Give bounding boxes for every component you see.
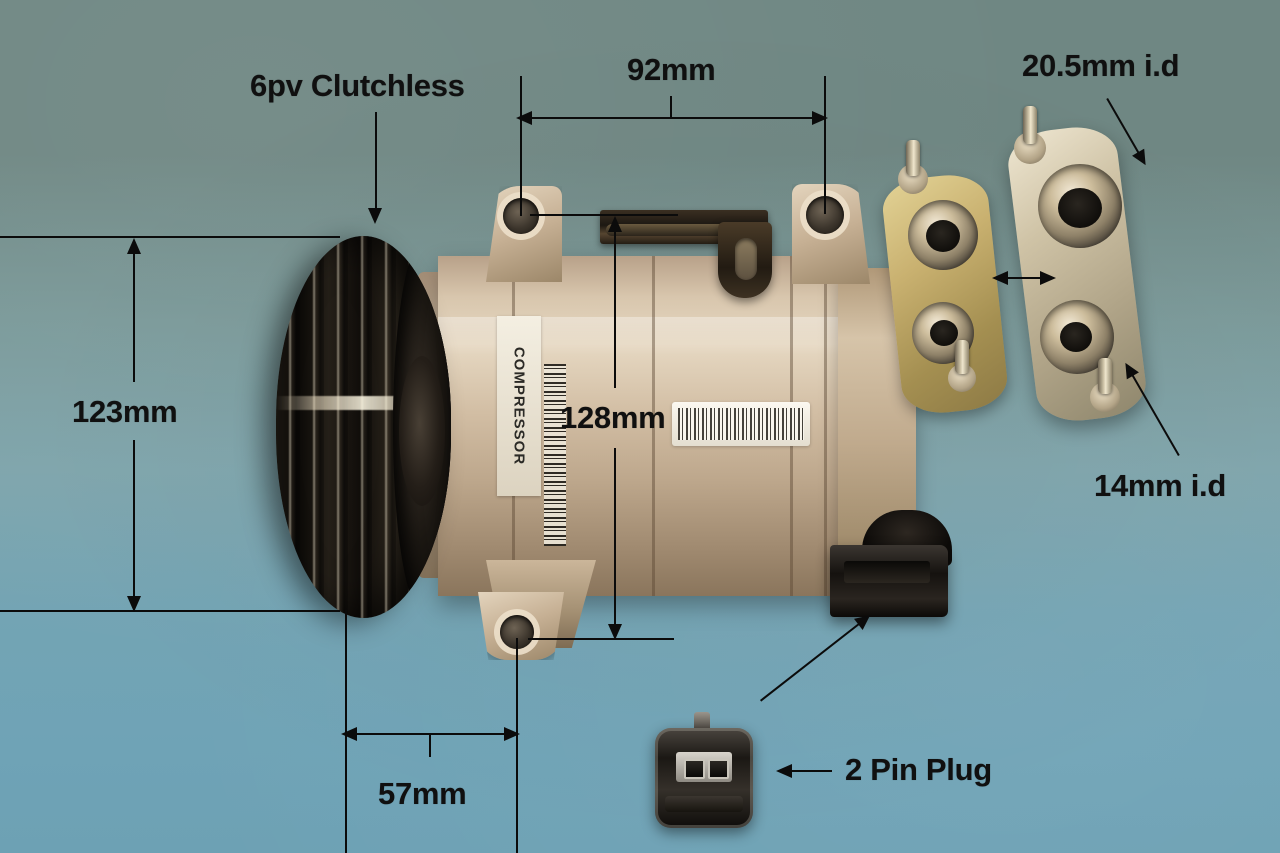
port-flange-mounted-upper-bore [926, 220, 960, 252]
dim-92-text-tick [670, 96, 672, 118]
ext-line-57-right [516, 638, 518, 853]
label-barcode-vertical [544, 364, 566, 546]
port-flange-mounted-lower-stud [955, 340, 969, 374]
dim-57-arrow-right [504, 727, 520, 741]
dim-92-arrow-right [812, 111, 828, 125]
ext-line-92-left [520, 76, 522, 216]
plug-pin-2 [708, 759, 729, 779]
dim-128-arrow-down [608, 624, 622, 640]
pulley-hub [399, 356, 445, 506]
port-flange-mounted-lower-bore [930, 320, 958, 346]
bracket-slot [735, 238, 757, 280]
connector-slot [844, 561, 930, 583]
label-57mm: 57mm [378, 776, 467, 811]
port-flange-loose-upper-stud [1023, 106, 1037, 144]
leader-6pv-arrowhead [368, 208, 382, 224]
dim-57-text-tick [429, 733, 431, 757]
ext-line-128-top [530, 214, 678, 216]
label-20-5mm-id: 20.5mm i.d [1022, 48, 1180, 83]
drive-pulley [276, 236, 451, 618]
label-92mm: 92mm [627, 52, 716, 87]
dim-line-123-upper [133, 250, 135, 382]
suction-tube [606, 224, 726, 236]
label-123mm: 123mm [72, 394, 178, 429]
label-6pv-clutchless: 6pv Clutchless [250, 68, 465, 103]
ext-line-92-right [824, 76, 826, 214]
ext-line-128-bottom [528, 638, 674, 640]
dim-line-128-lower [614, 448, 616, 624]
label-128mm: 128mm [560, 400, 666, 435]
electrical-connector [830, 545, 948, 617]
ext-line-123-top [0, 236, 340, 238]
suction-port-bore [1058, 188, 1102, 228]
discharge-port-bore [1060, 322, 1092, 352]
dim-line-57 [353, 733, 511, 735]
dim-line-128-upper [614, 228, 616, 388]
ext-line-123-bottom [0, 610, 340, 612]
plug-pin-1 [684, 759, 705, 779]
dim-128-arrow-up [608, 216, 622, 232]
flange-gap-arrow-right [1040, 271, 1056, 285]
dim-line-92 [528, 117, 818, 119]
plug-lower-lip [665, 796, 743, 812]
port-flange-mounted-upper-stud [906, 140, 920, 176]
housing-seam-2 [652, 256, 655, 596]
compressor-label-text: COMPRESSOR [510, 346, 528, 466]
leader-6pv-shaft [375, 112, 377, 212]
label-barcode-horizontal [678, 408, 804, 440]
port-flange-loose-lower-stud [1098, 358, 1112, 394]
dim-92-arrow-left [516, 111, 532, 125]
leader-2-pin-plug-arrowhead [776, 764, 792, 778]
label-2-pin-plug: 2 Pin Plug [845, 752, 992, 787]
housing-seam-4 [824, 256, 827, 596]
flange-gap-arrow-left [992, 271, 1008, 285]
dim-123-arrow-down [127, 596, 141, 612]
dim-57-arrow-left [341, 727, 357, 741]
leader-2-pin-plug-shaft [790, 770, 832, 772]
label-14mm-id: 14mm i.d [1094, 468, 1226, 503]
dim-123-arrow-up [127, 238, 141, 254]
dim-line-123-lower [133, 440, 135, 602]
compressor-label: COMPRESSOR [497, 316, 541, 496]
dim-line-flange-gap [1004, 277, 1046, 279]
